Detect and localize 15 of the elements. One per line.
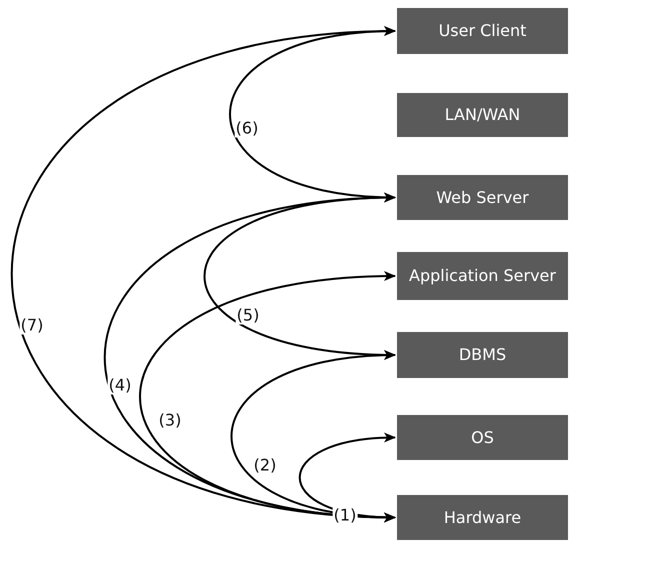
layer-box: OS [397,415,568,460]
layer-box: DBMS [397,332,568,378]
layer-box: Application Server [397,252,568,300]
layer-box: LAN/WAN [397,93,568,137]
edge-label: (3) [158,410,182,430]
curved-arrow [12,26,396,522]
edge-label: (1) [332,506,358,524]
layer-box: Hardware [397,495,568,540]
edge-label: (6) [234,118,260,138]
edge-label: (7) [20,316,44,334]
edge-label: (4) [108,376,132,394]
edge-label: (5) [236,306,260,324]
edge-label: (2) [252,456,278,474]
layer-box: Web Server [397,175,568,220]
layer-box: User Client [397,8,568,54]
